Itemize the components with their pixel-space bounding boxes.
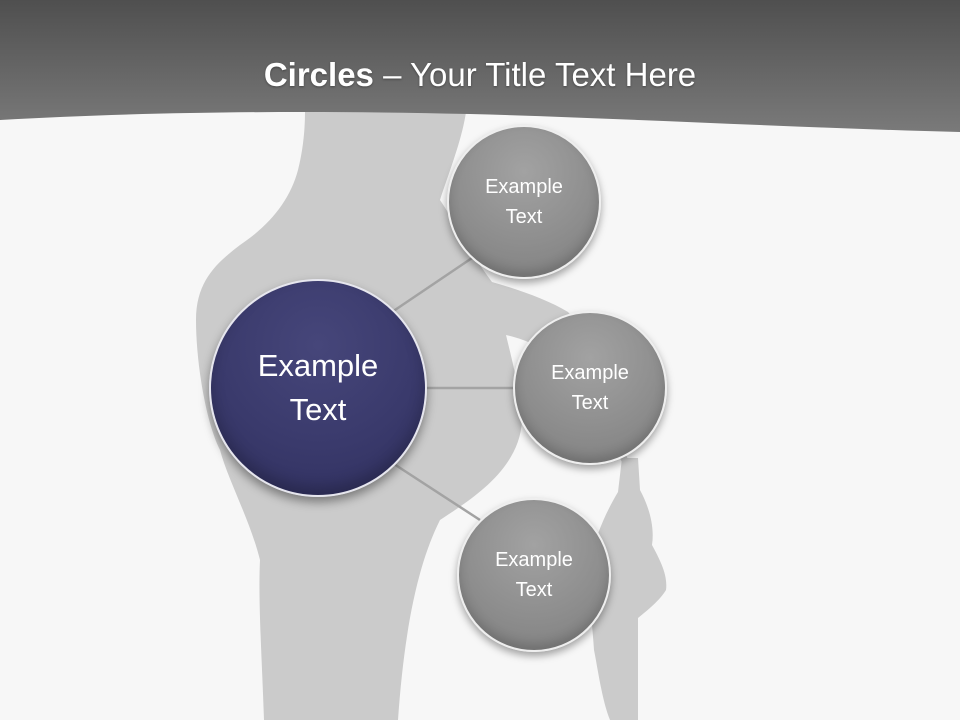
connector-line bbox=[393, 462, 481, 522]
page-title: Circles – Your Title Text Here bbox=[0, 52, 960, 98]
node-circle-label: Example Text bbox=[495, 549, 573, 601]
node-circle-bottom[interactable]: Example Text bbox=[457, 498, 611, 652]
center-circle-label: Example Text bbox=[257, 348, 379, 427]
node-circle-label: Example Text bbox=[551, 362, 629, 414]
node-circle-middle[interactable]: Example Text bbox=[513, 311, 667, 465]
connector-line bbox=[391, 256, 473, 314]
node-circle-label: Example Text bbox=[485, 176, 563, 228]
title-rest: – Your Title Text Here bbox=[373, 56, 697, 93]
node-circle-top[interactable]: Example Text bbox=[447, 125, 601, 279]
center-circle[interactable]: Example Text bbox=[209, 279, 427, 497]
connector-lines bbox=[391, 256, 516, 522]
header-band bbox=[0, 0, 960, 132]
title-bold: Circles bbox=[263, 56, 374, 93]
silhouette-umbrella bbox=[589, 458, 667, 720]
